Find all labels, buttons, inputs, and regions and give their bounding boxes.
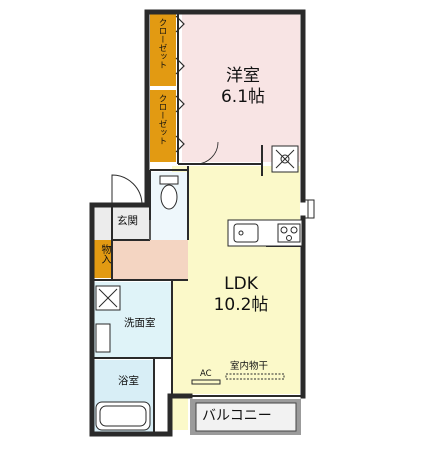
closet-lower-label: クローゼット bbox=[157, 94, 167, 145]
bathtub-icon bbox=[95, 401, 151, 431]
storage-fill bbox=[92, 240, 112, 278]
balcony-label: バルコニー bbox=[202, 408, 272, 424]
outer-wall-top bbox=[144, 9, 306, 203]
western-room-fill bbox=[182, 14, 300, 162]
western-room-name: 洋室 bbox=[226, 66, 260, 86]
washer-icon bbox=[95, 285, 121, 311]
stove-icon bbox=[277, 223, 301, 243]
storage-label: 物入 bbox=[99, 244, 110, 264]
closet-upper-label: クローゼット bbox=[157, 18, 167, 69]
sink-icon bbox=[233, 223, 259, 243]
western-room-size: 6.1帖 bbox=[220, 87, 266, 108]
balcony-inner bbox=[195, 402, 297, 432]
outer-wall-toilet bbox=[89, 163, 193, 437]
ac-label: AC bbox=[200, 369, 212, 379]
closet-upper bbox=[150, 14, 176, 86]
toilet-icon bbox=[159, 175, 179, 210]
drying-line bbox=[225, 373, 285, 380]
kitchen-counter bbox=[227, 219, 303, 247]
fan-icon bbox=[271, 145, 299, 173]
ldk-lower-fill bbox=[172, 394, 188, 430]
washroom-label: 洗面室 bbox=[124, 317, 156, 329]
ldk-fill bbox=[172, 166, 300, 394]
washbasin bbox=[95, 323, 111, 353]
ldk-size: 10.2帖 bbox=[213, 295, 269, 316]
ldk-label: LDK 10.2帖 bbox=[206, 274, 276, 317]
entrance-fill bbox=[92, 205, 150, 240]
ldk-name: LDK bbox=[224, 274, 258, 294]
entrance-door bbox=[111, 174, 143, 206]
closet-lower bbox=[150, 90, 176, 162]
western-room-label: 洋室 6.1帖 bbox=[213, 66, 273, 109]
indoor-drying-label: 室内物干 bbox=[230, 361, 269, 372]
hall-fill bbox=[112, 240, 188, 280]
entrance-label: 玄関 bbox=[117, 215, 138, 227]
ac-unit bbox=[191, 379, 221, 385]
bath-label: 浴室 bbox=[118, 375, 139, 387]
